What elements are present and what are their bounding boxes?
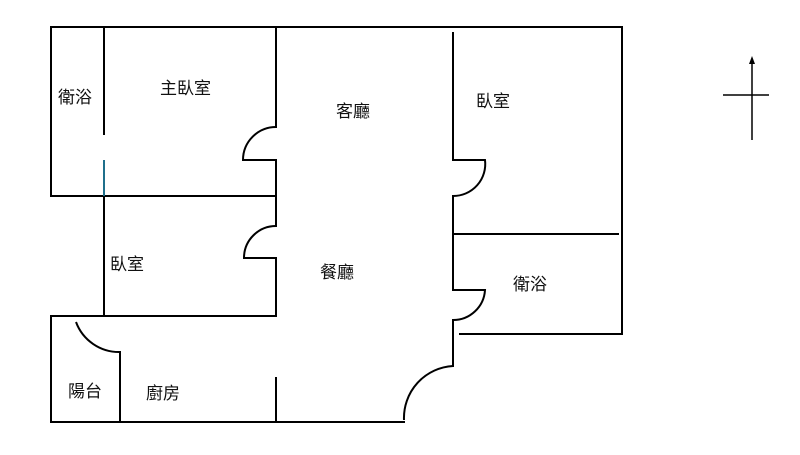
door-bedroom-right[interactable] (452, 159, 487, 198)
door-entrance[interactable] (402, 365, 454, 421)
compass (723, 56, 769, 140)
room-label-master-bedroom: 主臥室 (160, 79, 211, 99)
north-arrow-head-icon (749, 56, 755, 64)
room-label-bedroom-left: 臥室 (110, 255, 144, 275)
room-label-bedroom-right: 臥室 (476, 92, 510, 112)
room-label-balcony: 陽台 (68, 382, 102, 402)
doors (75, 126, 487, 421)
door-bedroom-left[interactable] (242, 225, 277, 259)
walls (50, 26, 623, 423)
door-master[interactable] (241, 126, 277, 161)
room-label-bath-left: 衛浴 (58, 88, 92, 108)
room-label-living-room: 客廳 (336, 102, 370, 122)
door-bath-right[interactable] (452, 289, 487, 322)
room-label-bath-right: 衛浴 (513, 275, 547, 295)
room-label-kitchen: 廚房 (146, 383, 180, 404)
door-balcony[interactable] (75, 321, 121, 354)
room-label-dining-room: 餐廳 (320, 263, 354, 283)
room-labels: 衛浴 主臥室 客廳 臥室 臥室 餐廳 衛浴 陽台 廚房 (58, 79, 547, 404)
